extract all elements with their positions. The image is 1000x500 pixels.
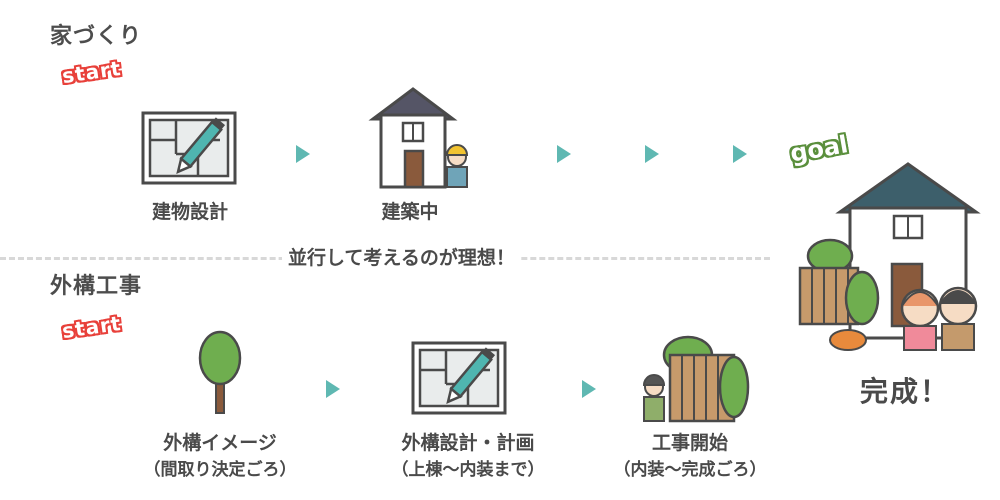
step-under-construction: 建築中	[381, 201, 439, 223]
house-with-worker-icon	[368, 87, 469, 189]
arrow-right-icon	[326, 380, 340, 398]
blueprint-pencil-icon	[411, 341, 507, 415]
fence-worker-icon	[642, 335, 750, 423]
arrow-right-icon	[557, 145, 571, 163]
step-exterior-image-sub: （間取り決定ごろ）	[143, 460, 297, 480]
house-section-title: 家づくり	[50, 24, 143, 49]
finished-house-family-icon	[798, 162, 981, 351]
exterior-section-title: 外構工事	[50, 274, 143, 299]
tree-icon	[198, 330, 242, 414]
arrow-right-icon	[582, 380, 596, 398]
house-start-tag: start	[60, 55, 123, 89]
step-building-design: 建物設計	[151, 201, 228, 223]
blueprint-pencil-icon	[141, 111, 237, 185]
complete-label: 完成！	[860, 375, 951, 408]
step-exterior-design-sub: （上棟〜内装まで）	[391, 460, 545, 480]
step-exterior-image: 外構イメージ	[163, 432, 277, 454]
arrow-right-icon	[296, 145, 310, 163]
step-construction-start: 工事開始	[651, 432, 728, 454]
divider-message: 並行して考えるのが理想！	[282, 243, 521, 270]
arrow-right-icon	[733, 145, 747, 163]
step-exterior-design: 外構設計・計画	[401, 432, 535, 454]
arrow-right-icon	[645, 145, 659, 163]
exterior-start-tag: start	[60, 310, 123, 344]
step-construction-start-sub: （内装〜完成ごろ）	[613, 460, 767, 480]
